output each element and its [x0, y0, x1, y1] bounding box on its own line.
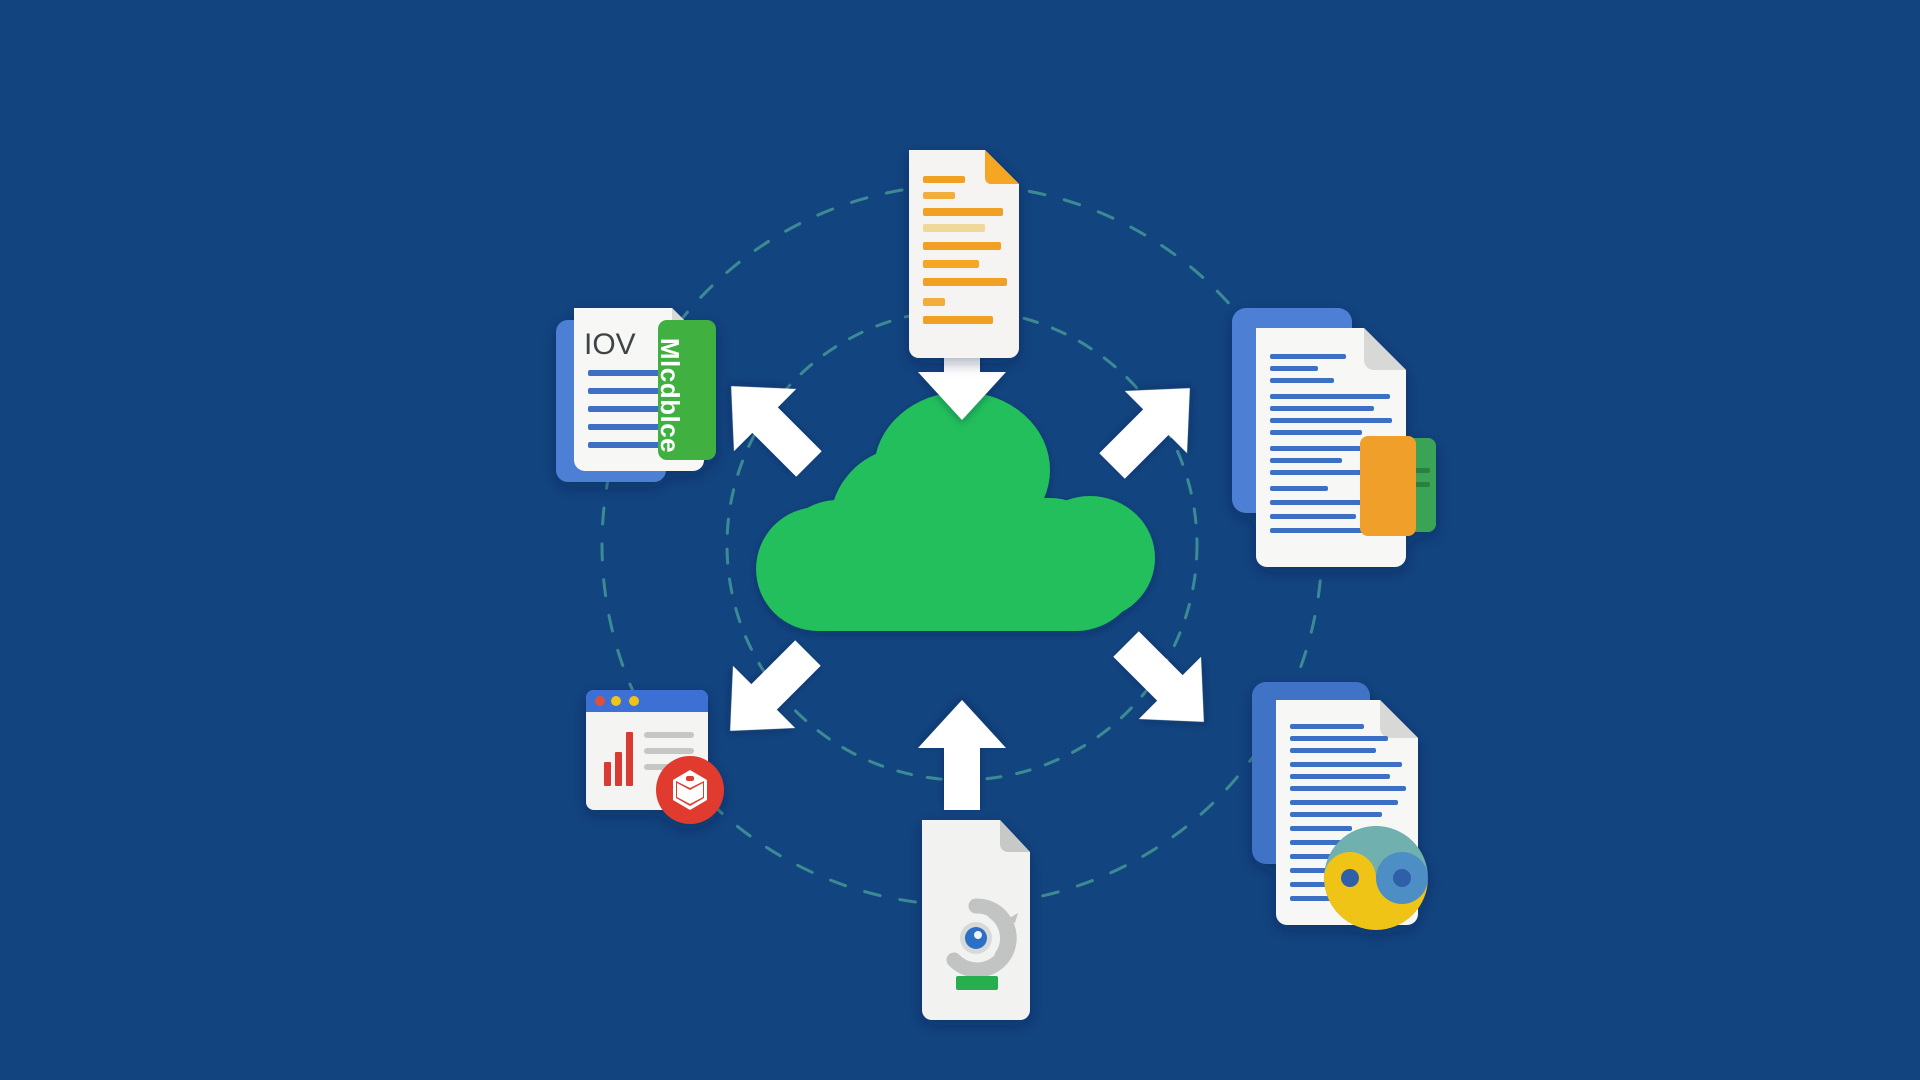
doc-text-lines [923, 176, 1007, 324]
left-document-title: IOV [584, 328, 636, 361]
arrow-bottom-right [1113, 631, 1204, 722]
doc-text-lines [1290, 724, 1406, 901]
source-bottom-right-document[interactable] [1252, 682, 1428, 930]
arrow-bottom-left [730, 640, 821, 731]
source-left-document[interactable] [556, 308, 716, 482]
arrow-top-left [731, 386, 822, 477]
doc-text-lines [1270, 354, 1392, 533]
bar-chart-icon [604, 732, 633, 786]
left-document-tab-label: Mlcdblce [655, 337, 686, 454]
cloud [756, 392, 1155, 631]
window-dot-red[interactable] [595, 696, 605, 706]
package-box-icon [673, 770, 707, 810]
status-bar [956, 976, 998, 990]
source-bottom-document[interactable] [922, 820, 1032, 1020]
source-top-document[interactable] [905, 150, 1019, 358]
window-dot-yellow-1[interactable] [611, 696, 621, 706]
tab-orange [1360, 436, 1416, 536]
package-badge[interactable] [656, 756, 724, 824]
arrow-top [918, 310, 1006, 420]
source-top-right-document[interactable] [1232, 308, 1436, 567]
source-bottom-left-browser[interactable] [586, 690, 724, 824]
gear-icon [946, 898, 1018, 978]
python-logo-icon [1324, 826, 1428, 930]
arrow-bottom [918, 700, 1006, 810]
arrow-top-right [1099, 388, 1190, 479]
window-dot-yellow-2[interactable] [629, 696, 639, 706]
tab-green [658, 320, 716, 460]
